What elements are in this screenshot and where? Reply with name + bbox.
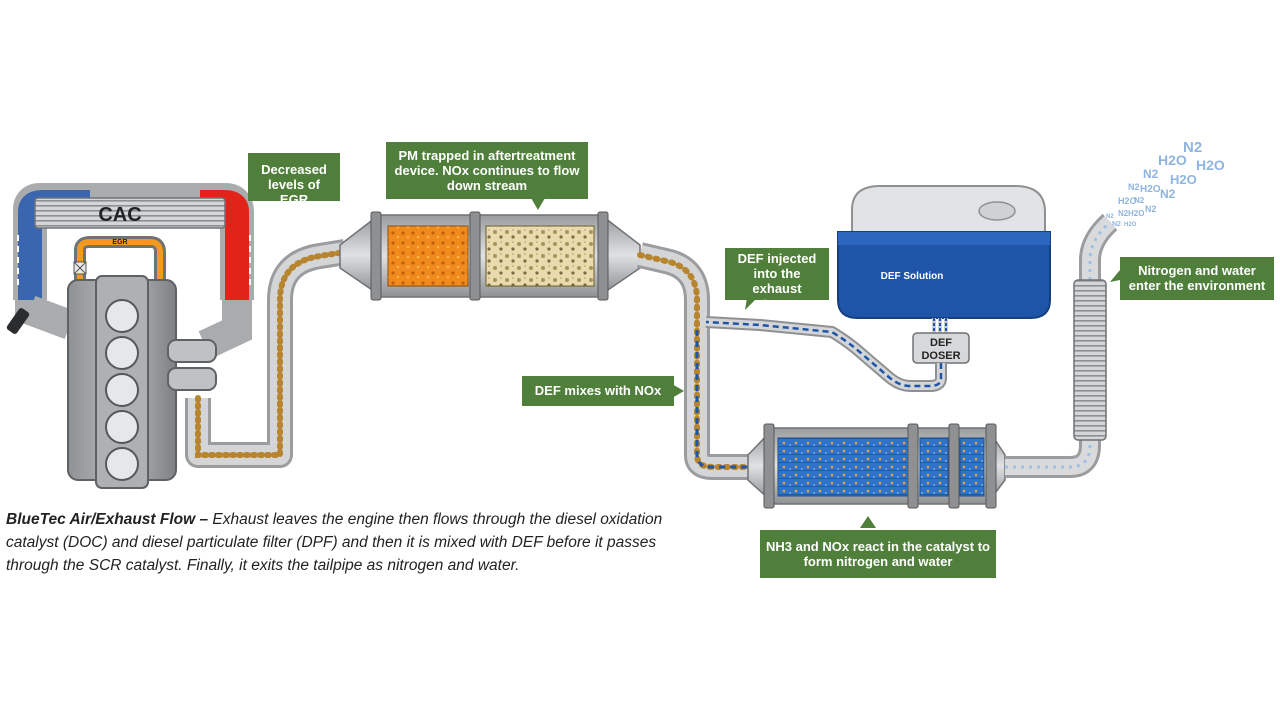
- def-doser-label-2: DOSER: [921, 350, 960, 362]
- caption-title: BlueTec Air/Exhaust Flow –: [6, 511, 209, 528]
- molecule: N2: [1106, 214, 1114, 220]
- callout-nh3: NH3 and NOx react in the catalyst to for…: [760, 530, 996, 578]
- molecule: H2O: [1158, 152, 1187, 168]
- molecule: H2O: [1170, 172, 1197, 187]
- molecule: N2: [1143, 167, 1159, 181]
- molecule: N2: [1128, 182, 1140, 192]
- molecule: N2: [1145, 204, 1157, 214]
- molecule: H2O: [1118, 196, 1137, 206]
- def-solution-label: DEF Solution: [881, 271, 944, 282]
- def-doser: DEF DOSER: [912, 332, 970, 364]
- scr-core: [777, 437, 909, 497]
- molecule: N2: [1112, 221, 1121, 228]
- muffler: [1073, 279, 1107, 441]
- def-tank: DEF Solution: [837, 185, 1051, 334]
- egr-label: EGR: [112, 239, 127, 246]
- emitted-molecules: N2 H2O H2O N2 H2O N2 H2O N2 N2 H2O N2 H2…: [1106, 139, 1225, 228]
- molecule: H2O: [1124, 222, 1137, 228]
- callout-pm: PM trapped in aftertreatment device. NOx…: [386, 142, 588, 199]
- molecule: N2: [1134, 196, 1145, 205]
- doc-core: [387, 225, 469, 287]
- diagram-caption: BlueTec Air/Exhaust Flow – Exhaust leave…: [6, 508, 696, 577]
- exhaust-pipe-2: [637, 242, 755, 480]
- molecule: N2: [1160, 187, 1176, 201]
- molecule: H2O: [1196, 157, 1225, 173]
- dpf-core: [485, 225, 595, 287]
- cac-cooler: CAC: [34, 197, 226, 229]
- cac-label: CAC: [98, 204, 141, 226]
- molecule: N2: [1183, 139, 1202, 156]
- doc-dpf-canister: [339, 211, 641, 301]
- molecule: N2: [1118, 209, 1129, 218]
- molecule: H2O: [1128, 209, 1144, 218]
- callout-environment: Nitrogen and water enter the environment: [1120, 257, 1274, 300]
- callout-def-mixes: DEF mixes with NOx: [522, 376, 674, 406]
- molecule: H2O: [1140, 184, 1161, 195]
- def-injection-line: [705, 316, 947, 392]
- caption-text: Exhaust leaves the engine then flows thr…: [6, 511, 663, 574]
- exhaust-pipe-1: [185, 239, 348, 468]
- scr-canister: [747, 423, 1006, 509]
- callout-def-injected: DEF injected into the exhaust stream: [725, 248, 829, 311]
- egr-loop: EGR: [73, 236, 166, 290]
- engine: [6, 275, 217, 489]
- def-doser-label-1: DEF: [930, 337, 952, 349]
- tailpipe: [1005, 213, 1118, 478]
- callout-egr: Decreased levels of EGR: [248, 153, 340, 207]
